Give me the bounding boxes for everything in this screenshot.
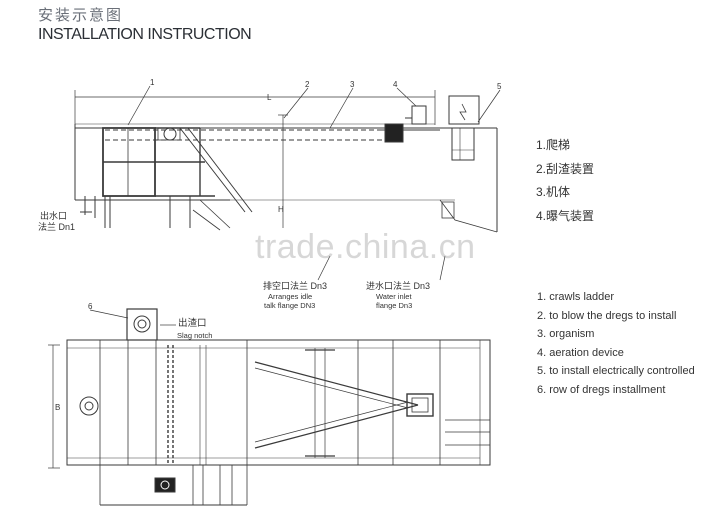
slag-notch-label: 出渣口: [178, 317, 207, 329]
legend-cn-item: 2.刮渣装置: [536, 161, 595, 176]
callout-5: 5: [497, 82, 502, 91]
outlet-label: 出水口: [40, 210, 67, 221]
outlet-label-2: 法兰 Dn1: [38, 221, 75, 232]
legend-en-item: 3. organism: [537, 328, 595, 341]
legend-en-item: 1. crawls ladder: [537, 291, 615, 303]
vent-flange-en-1: Arranges idle: [268, 292, 312, 301]
dimension-length: L: [267, 93, 272, 102]
plan-view: [48, 308, 491, 506]
legend-cn-item: 3.机体: [536, 185, 571, 199]
legend-en-item: 6. row of dregs installment: [537, 383, 666, 396]
inlet-flange-label: 进水口法兰 Dn3: [366, 280, 430, 291]
vent-flange-en-2: talk flange DN3: [264, 301, 315, 310]
elevation-view: [74, 85, 501, 281]
dimension-height: H: [278, 205, 284, 214]
title-english: INSTALLATION INSTRUCTION: [38, 26, 252, 43]
callout-4: 4: [393, 80, 398, 89]
callout-6: 6: [88, 302, 93, 311]
watermark: trade.china.cn: [255, 228, 476, 266]
legend-cn-item: 1.爬梯: [536, 138, 571, 152]
page-header: 安装示意图 INSTALLATION INSTRUCTION: [38, 4, 252, 44]
callout-2: 2: [305, 80, 310, 89]
legend-en-item: 5. to install electrically controlled: [537, 365, 695, 378]
vent-flange-label: 排空口法兰 Dn3: [263, 280, 327, 291]
slag-notch-en: Slag notch: [177, 331, 212, 340]
callout-3: 3: [350, 80, 355, 89]
legend-en-item: 2. to blow the dregs to install: [537, 309, 677, 322]
callout-1: 1: [150, 78, 155, 87]
dimension-width: B: [55, 403, 60, 412]
legend-chinese: 1.爬梯 2.刮渣装置 3.机体 4.曝气装置: [536, 136, 594, 230]
legend-en-item: 4. aeration device: [537, 346, 624, 359]
title-chinese: 安装示意图: [38, 6, 124, 24]
inlet-flange-en-2: flange Dn3: [376, 301, 412, 310]
inlet-flange-en-1: Water inlet: [376, 292, 412, 301]
legend-cn-item: 4.曝气装置: [536, 208, 595, 223]
legend-english: 1. crawls ladder 2. to blow the dregs to…: [537, 291, 695, 403]
